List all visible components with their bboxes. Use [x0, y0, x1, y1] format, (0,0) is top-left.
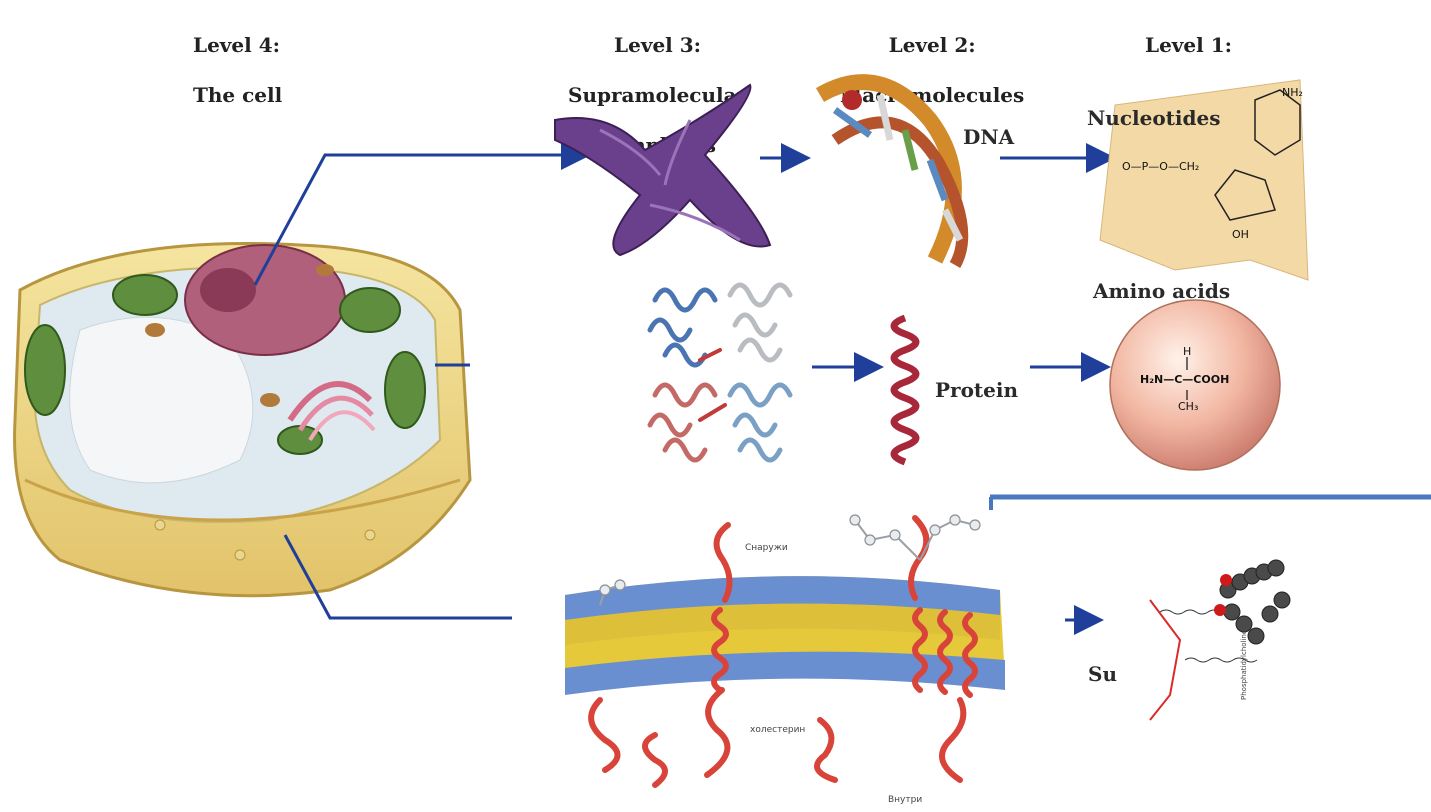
amino-acids-label: Amino acids: [1093, 279, 1230, 303]
plant-cell-illustration: [15, 243, 470, 595]
membrane-inside-label: Внутри: [888, 795, 922, 805]
hemoglobin-illustration: [650, 285, 790, 460]
amino-h-label: H: [1183, 345, 1191, 358]
protein-helix-illustration: [894, 318, 916, 462]
membrane-outside-label: Снаружи: [745, 543, 788, 553]
protein-label: Protein: [935, 378, 1018, 402]
cholesterol-label: холестерин: [750, 725, 805, 735]
chromosome-illustration: [555, 85, 770, 255]
phospholipid-panel: [1133, 555, 1301, 745]
cell-membrane-illustration: [515, 510, 1005, 812]
dna-helix-illustration: [820, 82, 962, 265]
amino-ch3-label: CH₃: [1178, 400, 1198, 413]
phospholipid-name-label: Phosphatidylcholine: [1240, 630, 1248, 700]
nucleotides-label: Nucleotides: [1087, 106, 1220, 130]
oh-group-label: OH: [1232, 228, 1249, 241]
phosphate-group-label: O—P—O—CH₂: [1122, 160, 1199, 173]
amino-backbone-label: H₂N—C—COOH: [1140, 373, 1229, 386]
dna-label: DNA: [963, 125, 1014, 149]
nh2-group-label: NH₂: [1282, 86, 1303, 99]
membrane-frame: [990, 497, 1431, 512]
su-fragment-label: Su: [1088, 662, 1117, 686]
